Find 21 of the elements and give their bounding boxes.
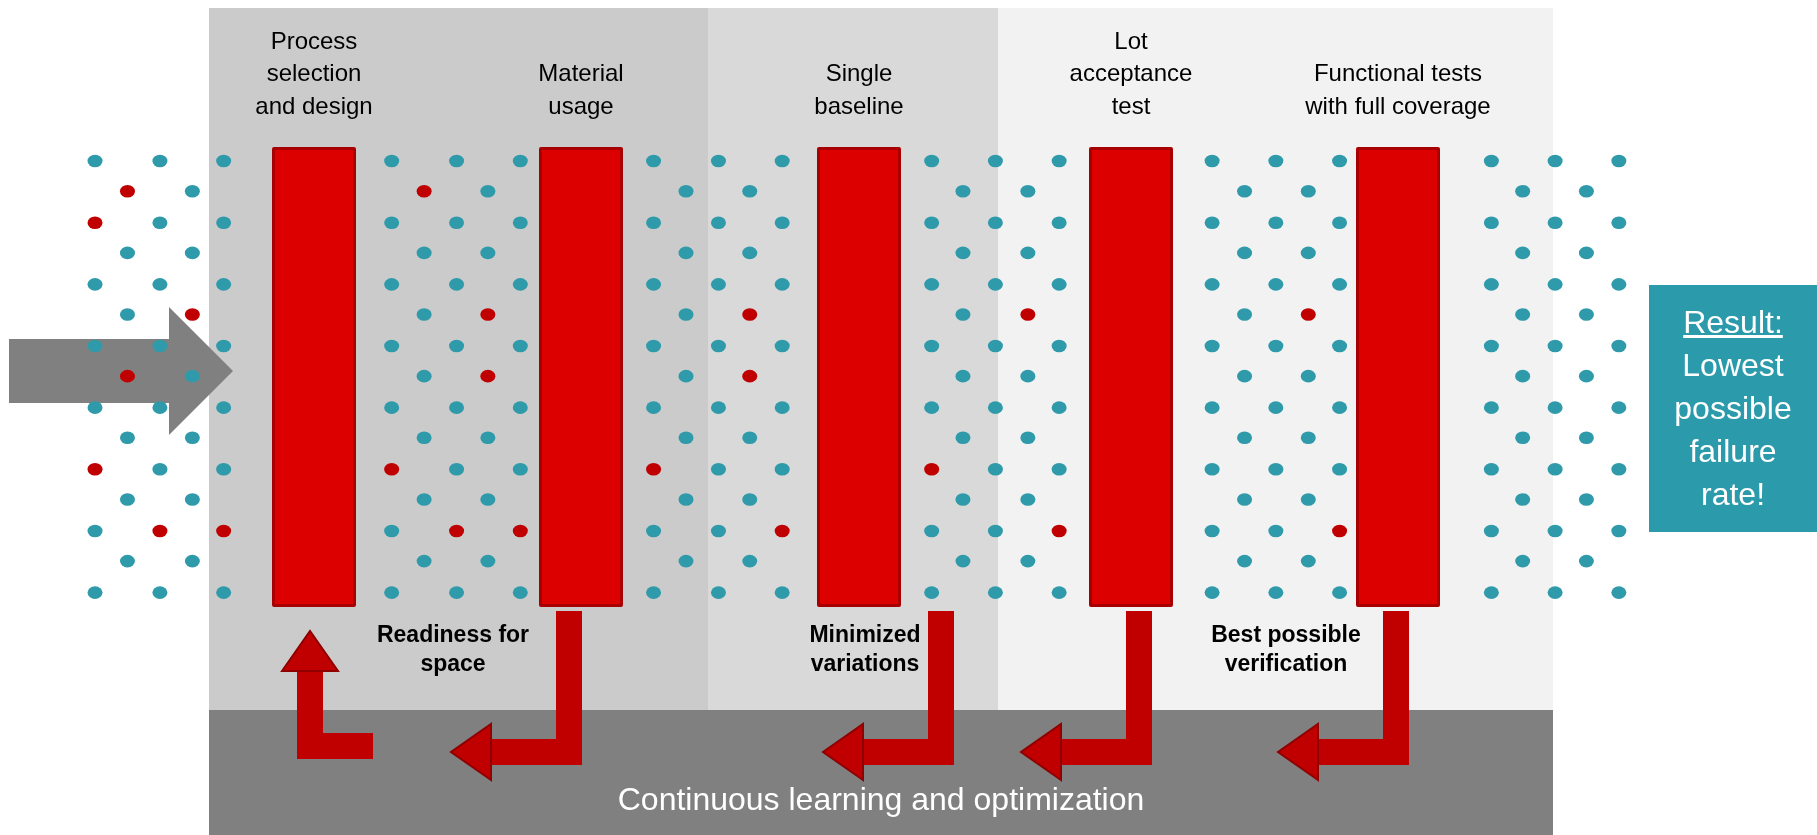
filter-label: Lot acceptance test	[1068, 25, 1194, 121]
stage-panel	[998, 8, 1553, 710]
result-box	[1649, 285, 1817, 532]
filter-label: Process selection and design	[254, 25, 374, 121]
bent-arrow	[822, 611, 954, 781]
result-heading: Result:	[1682, 302, 1784, 342]
stage-panel	[708, 8, 998, 710]
bent-arrow	[1020, 611, 1152, 781]
filter-label: Functional tests with full coverage	[1304, 58, 1492, 121]
stage-panel	[209, 8, 708, 710]
band-caption: Continuous learning and optimization	[616, 782, 1146, 818]
filter-label: Single baseline	[813, 58, 905, 121]
block-arrow	[9, 307, 233, 435]
result-text: Lowest possible failure rate!	[1673, 345, 1793, 515]
stage-caption: Best possible verification	[1210, 620, 1362, 678]
bent-arrow	[1277, 611, 1409, 781]
filter-label: Material usage	[537, 58, 625, 121]
stage-caption: Minimized variations	[808, 620, 922, 678]
bent-arrow	[450, 611, 582, 781]
bent-arrow	[281, 630, 373, 759]
stage-caption: Readiness for space	[375, 620, 531, 678]
